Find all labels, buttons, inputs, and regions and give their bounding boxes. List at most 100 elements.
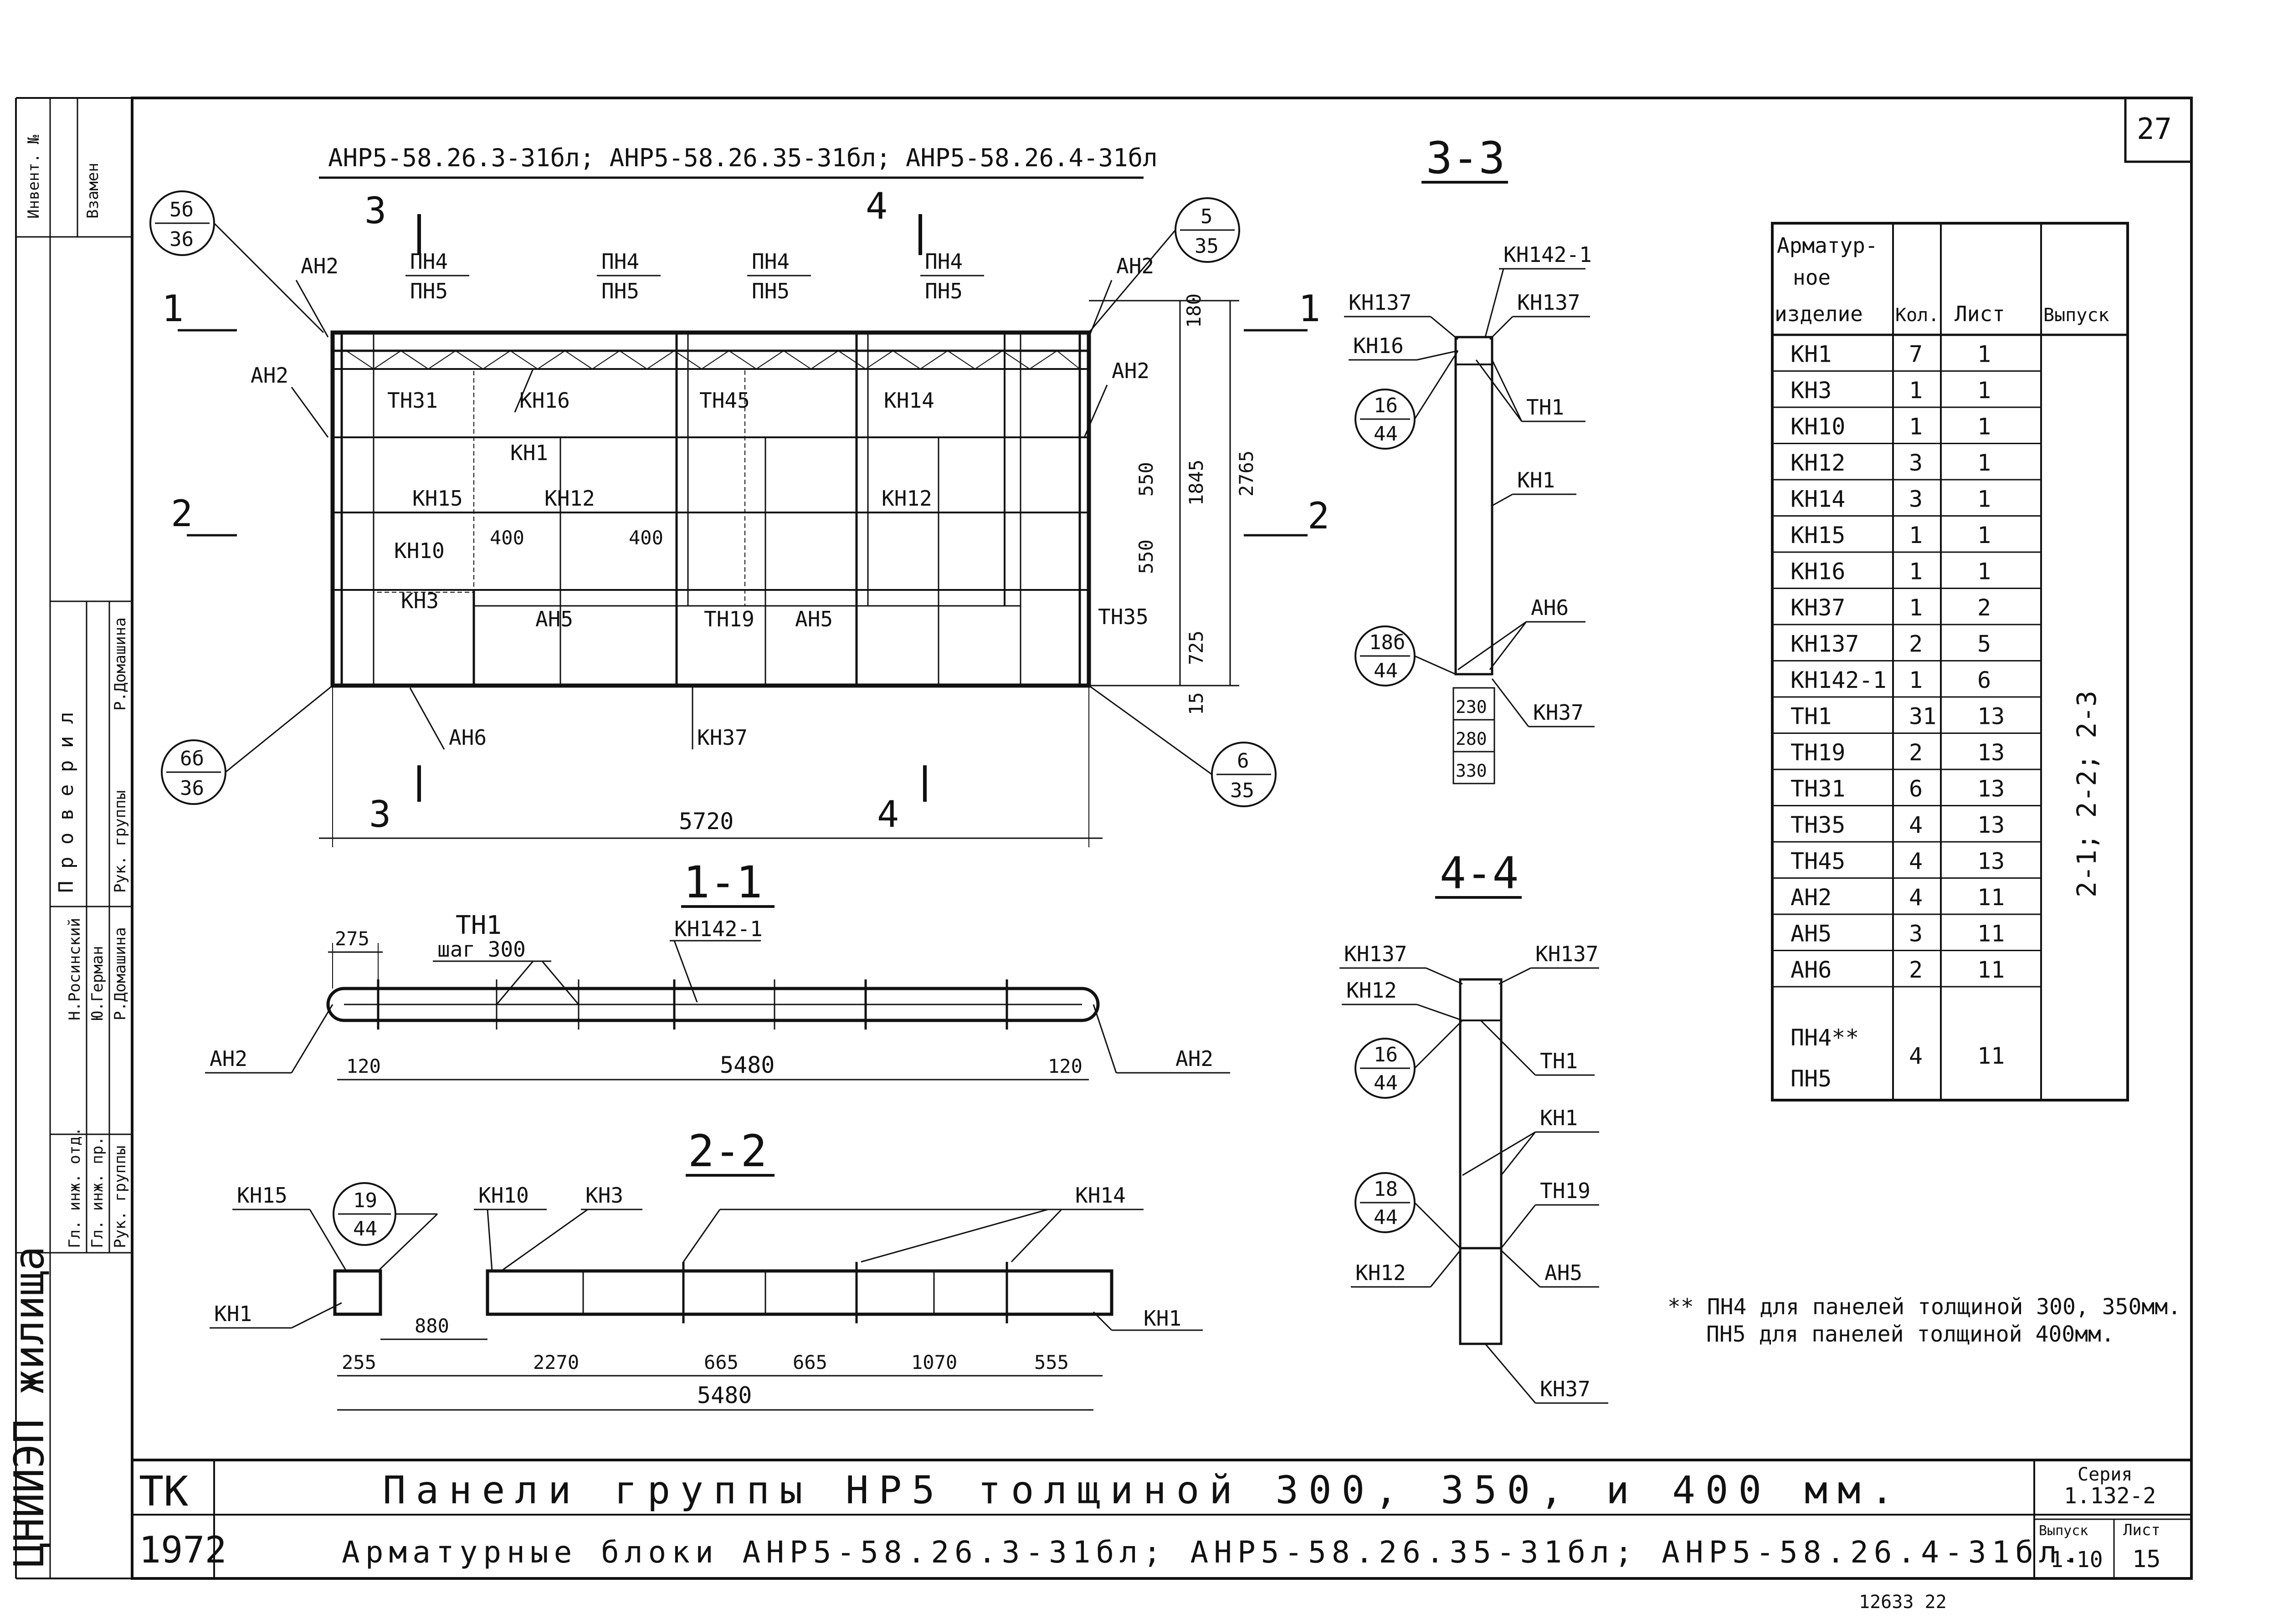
callout-5b-36: 5б 36: [149, 190, 324, 333]
lbl-pn4-b: ПН4: [601, 249, 639, 274]
main-view: АНР5-58.26.3-31бл; АНР5-58.26.35-31бл; А…: [149, 143, 1329, 847]
table-cell-item: АН2: [1791, 884, 1832, 911]
s22-kn3: КН3: [585, 1183, 623, 1208]
table-cell-item: ТН1: [1791, 703, 1832, 730]
outer-frame: [131, 97, 2193, 1580]
side-org: ЦНИИЭП жилища: [5, 1246, 53, 1567]
panel-outline: [330, 330, 1091, 688]
lbl-kn10: КН10: [394, 538, 445, 563]
lbl-ah2-d: АН2: [1112, 359, 1149, 383]
table-cell-qty: 4: [1909, 848, 1923, 875]
table-cell-sheet: 2: [1977, 594, 1991, 621]
table-cell-sheet: 13: [1977, 848, 2005, 875]
side-n2: Ю.Герман: [88, 946, 107, 1020]
table-cell-qty: 1: [1909, 377, 1923, 404]
tbl-last-sheet: 11: [1977, 1043, 2005, 1069]
sheet-number-box: [2124, 97, 2193, 163]
title-block: ТК 1972 Панели группы НР5 толщиной 300, …: [132, 1459, 2191, 1578]
series-value: 1.132-2: [2064, 1483, 2156, 1509]
table-cell-qty: 1: [1909, 558, 1923, 585]
lbl-ah5-a: АН5: [535, 607, 573, 631]
table-cell-sheet: 1: [1977, 486, 1991, 512]
tbl-head-qty: Кол.: [1895, 305, 1939, 326]
title-sub: Арматурные блоки АНР5-58.26.3-31бл; АНР5…: [342, 1535, 2086, 1570]
s11-dim-275: 275: [335, 927, 369, 950]
side-n3: Р.Домашина: [111, 927, 129, 1020]
s11-ah2-right: АН2: [1175, 1046, 1213, 1071]
table-cell-item: КН3: [1791, 377, 1832, 404]
side-n1: Н.Росинский: [66, 918, 84, 1020]
svg-text:6б: 6б: [180, 747, 204, 770]
table-cell-item: КН10: [1791, 414, 1845, 440]
s22-kn15: КН15: [237, 1183, 287, 1208]
s33-kn1: КН1: [1517, 468, 1555, 492]
table-cell-qty: 3: [1909, 486, 1923, 512]
s33-kn16: КН16: [1353, 333, 1404, 358]
lbl-pn5-d: ПН5: [925, 279, 963, 303]
dim-550-a: 550: [1135, 462, 1157, 497]
s22-dim-665-a: 665: [704, 1351, 739, 1373]
sec-mark-2-left: 2: [171, 492, 193, 535]
side-name1: Р.Домашина: [111, 617, 129, 711]
dim-400-a: 400: [490, 527, 524, 549]
s11-kn142: КН142-1: [674, 917, 763, 941]
s11-dim-5480: 5480: [720, 1052, 775, 1078]
svg-text:35: 35: [1195, 235, 1219, 258]
svg-text:18: 18: [1374, 1178, 1398, 1201]
table-cell-item: АН6: [1791, 957, 1832, 983]
s22-kn1-right: КН1: [1144, 1306, 1181, 1331]
lbl-tn19: ТН19: [704, 607, 754, 631]
s11-dim-120-left: 120: [346, 1055, 381, 1077]
dim-180: 180: [1183, 293, 1205, 328]
sec-mark-1-left: 1: [162, 287, 184, 330]
dim-725: 725: [1185, 630, 1207, 665]
s22-kn14: КН14: [1075, 1183, 1126, 1208]
table-cell-sheet: 6: [1977, 667, 1991, 693]
table-cell-sheet: 1: [1977, 558, 1991, 585]
table-cell-qty: 7: [1909, 341, 1923, 368]
s22-dim-5480: 5480: [697, 1382, 752, 1409]
lbl-tn31: ТН31: [387, 388, 438, 413]
table-cell-qty: 2: [1909, 739, 1923, 766]
table-cell-item: КН14: [1791, 486, 1845, 512]
sec-mark-3-top: 3: [364, 190, 386, 232]
svg-text:44: 44: [1374, 1071, 1398, 1095]
svg-text:6: 6: [1237, 749, 1249, 773]
section-4-4: 4-4 КН137 КН137 КН12 16 44 ТН1 КН1 18: [1339, 848, 1608, 1404]
title-year: 1972: [139, 1529, 227, 1571]
tbl-last-qty: 4: [1909, 1043, 1923, 1069]
svg-text:44: 44: [1374, 1206, 1398, 1229]
s44-callout-16-44: 16 44: [1354, 1019, 1463, 1099]
tbl-head-issue: Выпуск: [2043, 305, 2109, 326]
callout-6b-36: 6б 36: [161, 685, 333, 805]
side-block: Инвент. № Взамен П р о в е р и л Рук. гр…: [5, 98, 132, 1578]
tbl-last-item-top: ПН4**: [1791, 1025, 1859, 1051]
table-cell-qty: 1: [1909, 594, 1923, 621]
s22-kn1-left: КН1: [214, 1301, 252, 1326]
s33-tn1: ТН1: [1526, 395, 1564, 420]
section-4-4-title: 4-4: [1440, 848, 1519, 899]
lbl-pn4-c: ПН4: [752, 249, 790, 274]
lbl-ah5-b: АН5: [795, 607, 833, 631]
lbl-kn37: КН37: [697, 725, 748, 750]
lbl-pn4-d: ПН4: [925, 249, 963, 274]
s44-kn137-right: КН137: [1535, 942, 1598, 966]
side-gl-otd: Гл. инж. отд.: [66, 1127, 84, 1248]
table-cell-qty: 6: [1909, 776, 1923, 802]
s44-tn19: ТН19: [1540, 1178, 1590, 1203]
s22-dim-2270: 2270: [533, 1351, 579, 1373]
table-cell-sheet: 13: [1977, 703, 2005, 730]
table-cell-item: АН5: [1791, 921, 1832, 947]
s44-ah5: АН5: [1544, 1260, 1582, 1285]
sec-mark-1-right: 1: [1298, 287, 1320, 330]
tbl-head-sheet: Лист: [1955, 302, 2005, 326]
svg-text:16: 16: [1374, 394, 1398, 417]
issue-value: 1-10: [2050, 1547, 2103, 1573]
tbl-issue: 2-1; 2-2; 2-3: [2071, 691, 2102, 897]
lbl-pn5-a: ПН5: [410, 279, 448, 303]
table-cell-item: ТН45: [1791, 848, 1845, 875]
table-cell-qty: 4: [1909, 884, 1923, 911]
spec-table: Арматур- ное изделие Кол. Лист Выпуск КН…: [1771, 222, 2129, 1101]
section-1-1: 1-1 ТН1 шаг 300 КН142-1 АН2 АН2 275 120 …: [205, 857, 1230, 1081]
title-org: ТК: [139, 1468, 188, 1516]
